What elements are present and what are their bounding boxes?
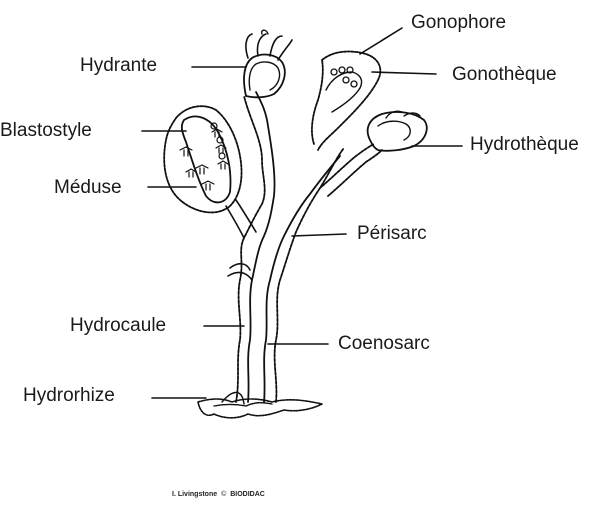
right-gonotheque-shape	[311, 50, 382, 151]
label-perisarc: Périsarc	[357, 223, 427, 244]
credit-source: BIODIDAC	[230, 491, 265, 498]
credit-copyright: ©	[221, 491, 227, 498]
left-gonotheque-shape	[163, 105, 257, 239]
label-gonotheque: Gonothèque	[452, 64, 557, 85]
gonophore-buds	[330, 66, 358, 88]
label-hydrante: Hydrante	[80, 55, 158, 76]
label-hydrotheque: Hydrothèque	[470, 134, 579, 155]
meduse-buds	[179, 122, 229, 191]
image-credit: I. Livingstone © BIODIDAC	[172, 491, 265, 498]
label-meduse: Méduse	[54, 177, 122, 198]
hydrante-shape	[243, 29, 293, 99]
hydrocaule-shape	[235, 91, 345, 403]
label-coenosarc: Coenosarc	[338, 333, 430, 354]
hydrorhize-shape	[197, 391, 323, 419]
leader-lines	[141, 27, 463, 399]
label-blastostyle: Blastostyle	[0, 120, 92, 141]
label-hydrorhize: Hydrorhize	[23, 385, 115, 406]
label-gonophore: Gonophore	[411, 12, 507, 33]
stem-side-branch	[227, 262, 253, 281]
credit-author: I. Livingstone	[172, 491, 218, 498]
label-hydrocaule: Hydrocaule	[70, 315, 167, 336]
hydrotheque-shape	[319, 110, 428, 197]
